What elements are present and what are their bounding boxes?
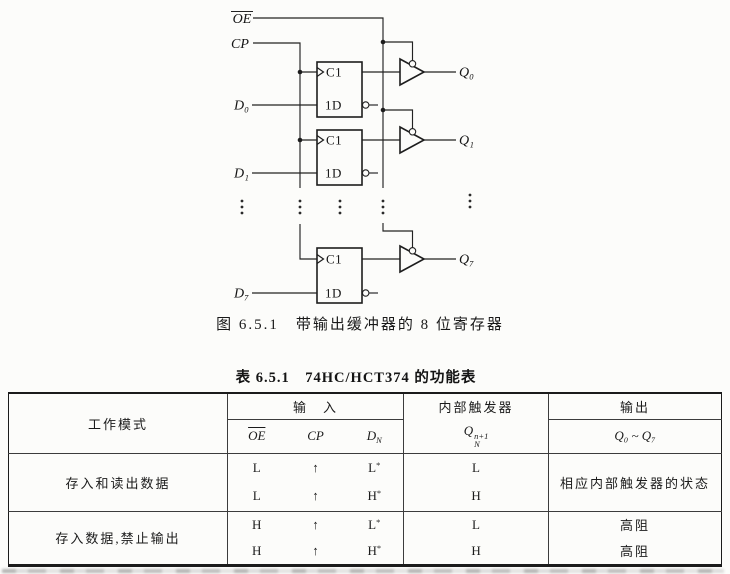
header-input-group: 输 入 [227, 393, 405, 420]
ff0-clock-label: C1 [326, 65, 342, 80]
flipflop-7-box [316, 247, 363, 304]
header-oe: OE [227, 419, 286, 454]
cell-qn-r4: H [403, 538, 550, 565]
stage1-enable-wire [383, 109, 414, 129]
cell-oe-r2: L [227, 482, 286, 512]
junction-dots [297, 39, 386, 143]
stage7-wires [252, 224, 456, 294]
clock-wedges [316, 67, 325, 264]
buffer0-enable-bubble [408, 60, 417, 68]
continuation-dots [240, 193, 472, 215]
cp-bus-wire [253, 42, 301, 188]
cell-dn-r1: L* [345, 453, 405, 482]
cell-cp-r3: ↑ [312, 516, 319, 532]
header-dn: DN [345, 419, 405, 454]
ff0-qbar-bubble [361, 101, 370, 109]
q1-label: Q₁ [459, 134, 474, 149]
cp-label: CP [231, 37, 249, 52]
cell-cp-r2: ↑ [285, 482, 346, 512]
cell-oe-r1: L [252, 459, 261, 475]
ff7-data-label: 1D [325, 286, 342, 301]
flipflop-boxes [316, 61, 363, 304]
buffer1-enable-bubble [408, 128, 417, 136]
ff7-clock-label: C1 [326, 252, 342, 267]
header-output-range: Q₀ ~ Q₇ [548, 419, 722, 454]
stage7-enable-wire [382, 223, 414, 248]
cell-cp-r4: ↑ [312, 542, 319, 558]
flipflop-0-box [316, 61, 363, 118]
mode-store-disable: 存入数据,禁止输出 [8, 511, 228, 565]
table-title: 表 6.5.1 74HC/HCT374 的功能表 [235, 370, 477, 386]
stage0-wires [252, 71, 456, 106]
figure-caption: 图 6.5.1 带输出缓冲器的 8 位寄存器 [216, 317, 504, 333]
register-circuit-diagram: OE CP D₀ D₁ D₇ Q₀ Q₁ Q₇ C1 1D C1 1D C1 1… [231, 10, 474, 304]
q7-label: Q₇ [459, 253, 474, 268]
cell-oe-r4: H [252, 542, 262, 558]
output-hiz-r4: 高阻 [620, 544, 651, 560]
d7-label: D₇ [233, 287, 249, 302]
ff1-data-label: 1D [325, 166, 342, 181]
header-cp: CP [285, 419, 346, 454]
ff7-qbar-bubble [361, 289, 370, 297]
header-output-group: 输出 [548, 393, 722, 420]
ff0-data-label: 1D [325, 98, 342, 113]
cell-qn-r2: H [403, 482, 550, 512]
header-mode: 工作模式 [8, 393, 228, 454]
buffer7-enable-bubble [408, 247, 417, 255]
flipflop-1-box [316, 129, 363, 186]
stage0-enable-wire [383, 41, 414, 61]
cell-cp-r1: ↑ [312, 459, 319, 475]
ff1-clock-label: C1 [326, 133, 342, 148]
cell-qn-r3: L [403, 511, 550, 538]
d1-label: D₁ [233, 167, 249, 182]
d0-label: D₀ [233, 99, 249, 114]
header-ff-group: 内部触发器 [403, 393, 550, 419]
page-bottom-scan-artifact [2, 569, 724, 573]
oe-bus-wire [253, 17, 384, 188]
stage1-wires [252, 139, 456, 174]
cell-oe-r3: H [252, 516, 262, 532]
cell-qn-r1: L [403, 453, 550, 482]
circuit-wires [252, 17, 456, 294]
cell-dn-r4: H* [345, 538, 405, 565]
output-store-read: 相应内部触发器的状态 [548, 453, 722, 512]
output-hiz-r3: 高阻 [620, 518, 651, 534]
q0-label: Q₀ [459, 66, 474, 81]
mode-store-read: 存入和读出数据 [8, 453, 228, 512]
cell-dn-r2: H* [345, 482, 405, 512]
oe-label: OE [233, 12, 252, 27]
inversion-bubbles [361, 60, 417, 297]
cell-dn-r3: L* [345, 511, 405, 538]
ff1-qbar-bubble [361, 169, 370, 177]
